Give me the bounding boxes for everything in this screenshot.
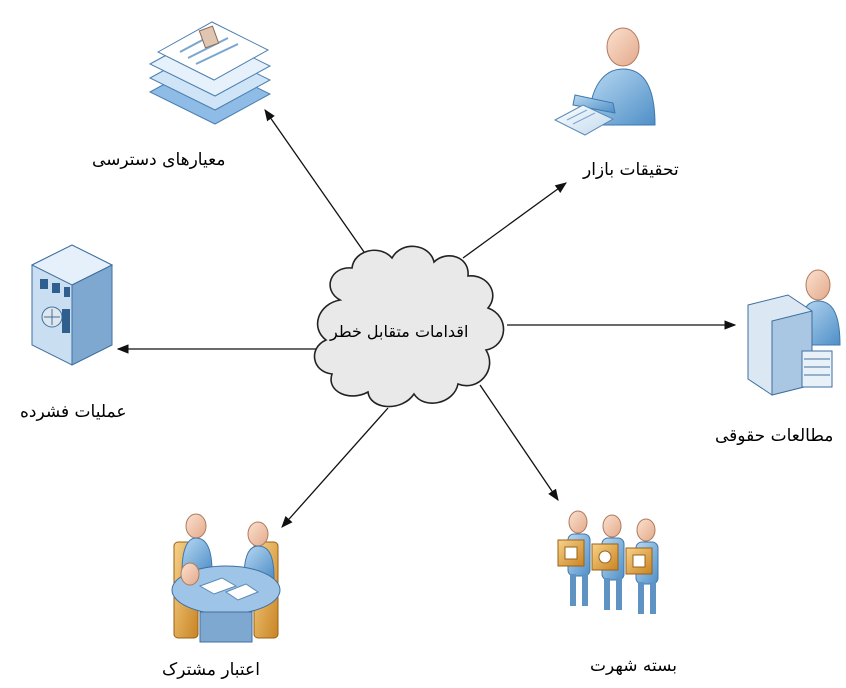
arrow-to-market-research <box>462 182 567 259</box>
document-stack-icon <box>148 21 272 125</box>
person-at-counter-icon <box>747 269 841 396</box>
arrow-to-access-criteria <box>264 109 379 273</box>
center-cloud-shape <box>313 245 505 408</box>
node-label-legal-studies: مطالعات حقوقی <box>715 426 834 446</box>
connector-arrows <box>116 109 737 528</box>
arrow-to-reputation-package <box>479 384 559 501</box>
building-safe-icon <box>30 244 114 366</box>
person-reading-icon <box>553 27 656 136</box>
node-label-access-criteria: معیارهای دسترسی <box>92 150 226 170</box>
node-label-shared-credit: اعتبار مشترک <box>162 660 260 680</box>
center-label: اقدامات متقابل خطر <box>330 322 469 341</box>
arrow-to-shared-credit <box>281 407 389 528</box>
node-label-market-research: تحقیقات بازار <box>583 160 679 180</box>
meeting-table-icon <box>171 513 281 643</box>
people-carrying-boxes-icon <box>557 510 659 614</box>
node-label-reputation-package: بسته شهرت <box>590 656 678 676</box>
node-label-compressed-ops: عملیات فشرده <box>20 402 127 422</box>
